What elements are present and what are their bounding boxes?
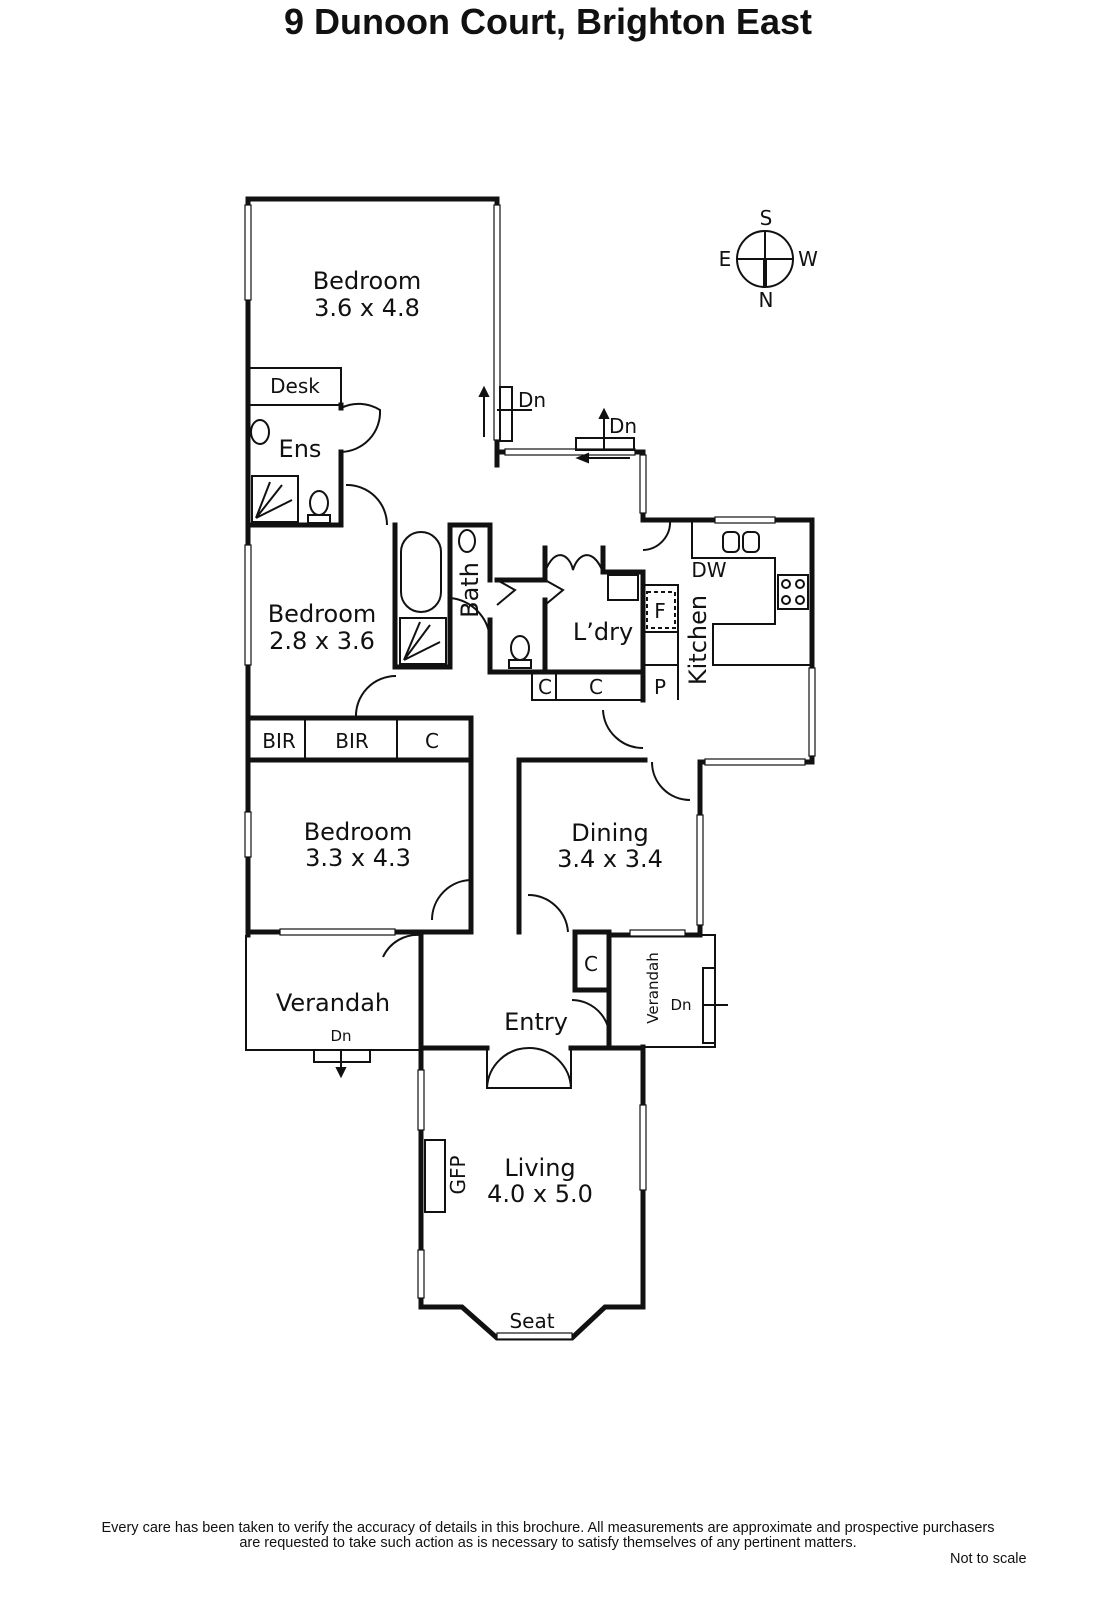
compass-east: E: [719, 247, 732, 271]
compass: S E W N: [719, 206, 818, 312]
disclaimer-line-2: are requested to take such action as is …: [239, 1535, 857, 1551]
compass-west: W: [798, 247, 818, 271]
cupboard-label: C: [425, 729, 439, 753]
down-label: Dn: [609, 414, 637, 438]
bedroom3-name: Bedroom: [304, 818, 413, 846]
cupboard-label: C: [538, 675, 552, 699]
bedroom2-name: Bedroom: [268, 600, 377, 628]
bir-label: BIR: [335, 729, 369, 753]
stair-arrows: [335, 385, 728, 1079]
compass-south: S: [760, 206, 773, 230]
compass-north: N: [759, 288, 774, 312]
kitchen-label: Kitchen: [684, 595, 712, 685]
cupboard-label: C: [584, 952, 598, 976]
side-verandah-label: Verandah: [644, 952, 662, 1023]
desk-label: Desk: [270, 374, 320, 398]
fridge-label: F: [654, 599, 666, 623]
living-name: Living: [504, 1154, 575, 1182]
bir-label: BIR: [262, 729, 296, 753]
dining-name: Dining: [571, 819, 648, 847]
entry-label: Entry: [504, 1008, 568, 1036]
down-label: Dn: [670, 996, 691, 1014]
bedroom1-name: Bedroom: [313, 267, 422, 295]
dishwasher-label: DW: [691, 558, 726, 582]
bath-label: Bath: [456, 562, 484, 618]
seat-label: Seat: [509, 1309, 554, 1333]
ensuite-label: Ens: [279, 435, 322, 463]
laundry-label: L’dry: [573, 618, 633, 646]
gas-fireplace-label: GFP: [446, 1155, 470, 1194]
room-labels: Bedroom 3.6 x 4.8 Desk Ens Bedroom 2.8 x…: [262, 267, 727, 1333]
bedroom3-size: 3.3 x 4.3: [305, 844, 411, 872]
verandah-label: Verandah: [276, 989, 390, 1017]
living-size: 4.0 x 5.0: [487, 1180, 593, 1208]
down-label: Dn: [330, 1027, 351, 1045]
dining-size: 3.4 x 3.4: [557, 845, 663, 873]
bedroom2-size: 2.8 x 3.6: [269, 627, 375, 655]
windows: [244, 204, 816, 1340]
scale-note: Not to scale: [950, 1551, 1027, 1567]
pantry-label: P: [654, 675, 666, 699]
disclaimer-line-1: Every care has been taken to verify the …: [101, 1520, 995, 1536]
plan-title: 9 Dunoon Court, Brighton East: [284, 1, 812, 42]
down-label: Dn: [518, 388, 546, 412]
doors: [340, 402, 691, 1089]
bedroom1-size: 3.6 x 4.8: [314, 294, 420, 322]
cupboard-label: C: [589, 675, 603, 699]
